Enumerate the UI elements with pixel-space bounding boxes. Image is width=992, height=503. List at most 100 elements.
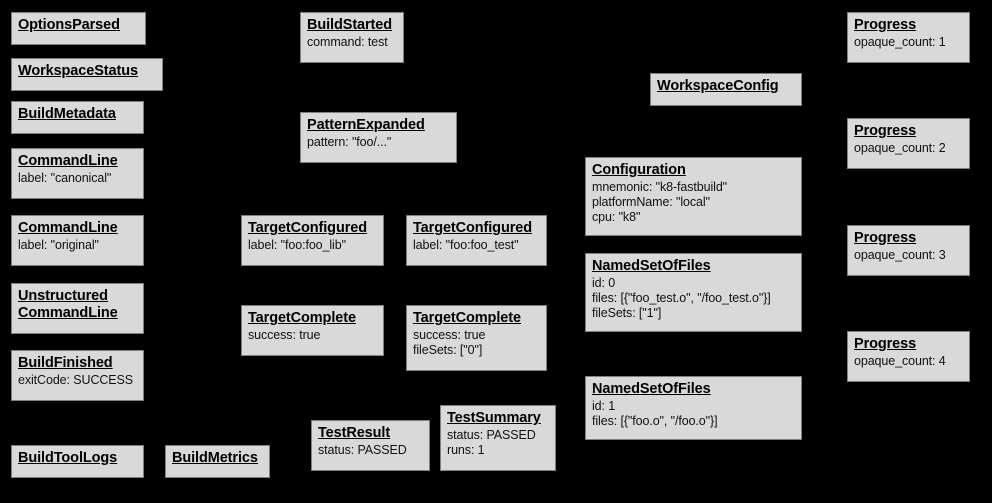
node-build-metadata[interactable]: BuildMetadata xyxy=(11,101,144,134)
node-field: pattern: "foo/..." xyxy=(307,135,392,149)
node-title-line: BuildMetrics xyxy=(172,450,258,466)
node-title-line: PatternExpanded xyxy=(307,117,425,133)
node-title-line: CommandLine xyxy=(18,153,118,169)
node-title-line: CommandLine xyxy=(18,220,118,236)
node-title: TestResult xyxy=(318,425,423,442)
node-command-line-canonical[interactable]: CommandLine label: "canonical" xyxy=(11,148,144,199)
node-title: Progress xyxy=(854,17,963,34)
node-field: runs: 1 xyxy=(447,443,485,457)
node-fields: label: "foo:foo_lib" xyxy=(248,238,377,253)
node-field: id: 0 xyxy=(592,276,616,290)
node-fields: pattern: "foo/..." xyxy=(307,135,450,150)
node-title: CommandLine xyxy=(18,220,137,237)
node-fields: opaque_count: 1 xyxy=(854,35,963,50)
node-field: platformName: "local" xyxy=(592,195,710,209)
node-target-configured-foo-lib[interactable]: TargetConfigured label: "foo:foo_lib" xyxy=(241,215,384,266)
node-field: files: [{"foo.o", "/foo.o"}] xyxy=(592,414,718,428)
node-field: opaque_count: 3 xyxy=(854,248,946,262)
node-build-finished[interactable]: BuildFinished exitCode: SUCCESS xyxy=(11,350,144,401)
node-title-line: BuildMetadata xyxy=(18,106,116,122)
node-command-line-original[interactable]: CommandLine label: "original" xyxy=(11,215,144,266)
node-progress-2[interactable]: Progress opaque_count: 2 xyxy=(847,118,970,169)
node-title-line: Progress xyxy=(854,123,917,139)
node-field: command: test xyxy=(307,35,388,49)
node-title: Progress xyxy=(854,123,963,140)
node-title-line: BuildFinished xyxy=(18,355,113,371)
node-field: label: "foo:foo_lib" xyxy=(248,238,346,252)
node-field: success: true xyxy=(413,328,486,342)
node-title: TargetConfigured xyxy=(248,220,377,237)
node-title-line: NamedSetOfFiles xyxy=(592,381,711,397)
node-title-line: BuildToolLogs xyxy=(18,450,118,466)
node-field: fileSets: ["1"] xyxy=(592,306,662,320)
node-title-line: CommandLine xyxy=(18,305,118,321)
node-title-line: Unstructured xyxy=(18,288,108,304)
node-title: BuildMetadata xyxy=(18,106,137,123)
node-title-line: Progress xyxy=(854,230,917,246)
node-title: BuildMetrics xyxy=(172,450,263,467)
node-fields: opaque_count: 2 xyxy=(854,141,963,156)
node-title-line: OptionsParsed xyxy=(18,17,120,33)
node-build-started[interactable]: BuildStarted command: test xyxy=(300,12,404,63)
node-title: BuildFinished xyxy=(18,355,137,372)
node-title-line: Progress xyxy=(854,336,917,352)
node-title-line: WorkspaceConfig xyxy=(657,78,779,94)
node-field: success: true xyxy=(248,328,321,342)
node-title: TargetComplete xyxy=(413,310,540,327)
node-title: BuildToolLogs xyxy=(18,450,137,467)
node-field: label: "canonical" xyxy=(18,171,112,185)
node-fields: label: "foo:foo_test" xyxy=(413,238,540,253)
node-fields: success: true xyxy=(248,328,377,343)
node-title: CommandLine xyxy=(18,153,137,170)
node-fields: status: PASSED xyxy=(318,443,423,458)
node-progress-3[interactable]: Progress opaque_count: 3 xyxy=(847,225,970,276)
node-title-line: WorkspaceStatus xyxy=(18,63,138,79)
node-field: opaque_count: 1 xyxy=(854,35,946,49)
node-field: label: "original" xyxy=(18,238,99,252)
node-field: exitCode: SUCCESS xyxy=(18,373,134,387)
node-title: Configuration xyxy=(592,162,795,179)
node-build-tool-logs[interactable]: BuildToolLogs xyxy=(11,445,144,478)
node-title: WorkspaceConfig xyxy=(657,78,795,95)
node-field: mnemonic: "k8-fastbuild" xyxy=(592,180,728,194)
node-build-metrics[interactable]: BuildMetrics xyxy=(165,445,270,478)
node-field: fileSets: ["0"] xyxy=(413,343,483,357)
node-title: Progress xyxy=(854,336,963,353)
node-progress-4[interactable]: Progress opaque_count: 4 xyxy=(847,331,970,382)
node-workspace-status[interactable]: WorkspaceStatus xyxy=(11,58,163,91)
node-fields: opaque_count: 3 xyxy=(854,248,963,263)
node-title: PatternExpanded xyxy=(307,117,450,134)
node-title-line: BuildStarted xyxy=(307,17,393,33)
node-field: label: "foo:foo_test" xyxy=(413,238,519,252)
node-title-line: TargetComplete xyxy=(413,310,521,326)
node-field: files: [{"foo_test.o", "/foo_test.o"}] xyxy=(592,291,771,305)
node-title-line: TargetConfigured xyxy=(248,220,367,236)
node-title: WorkspaceStatus xyxy=(18,63,156,80)
node-title: Progress xyxy=(854,230,963,247)
node-title-line: NamedSetOfFiles xyxy=(592,258,711,274)
node-title-line: TargetComplete xyxy=(248,310,356,326)
node-title-line: TestSummary xyxy=(447,410,541,426)
node-field: status: PASSED xyxy=(447,428,536,442)
node-pattern-expanded[interactable]: PatternExpanded pattern: "foo/..." xyxy=(300,112,457,163)
node-workspace-config[interactable]: WorkspaceConfig xyxy=(650,73,802,106)
node-fields: opaque_count: 4 xyxy=(854,354,963,369)
node-options-parsed[interactable]: OptionsParsed xyxy=(11,12,146,45)
node-field: cpu: "k8" xyxy=(592,210,641,224)
node-field: opaque_count: 4 xyxy=(854,354,946,368)
node-fields: command: test xyxy=(307,35,397,50)
node-target-complete-foo-lib[interactable]: TargetComplete success: true xyxy=(241,305,384,356)
